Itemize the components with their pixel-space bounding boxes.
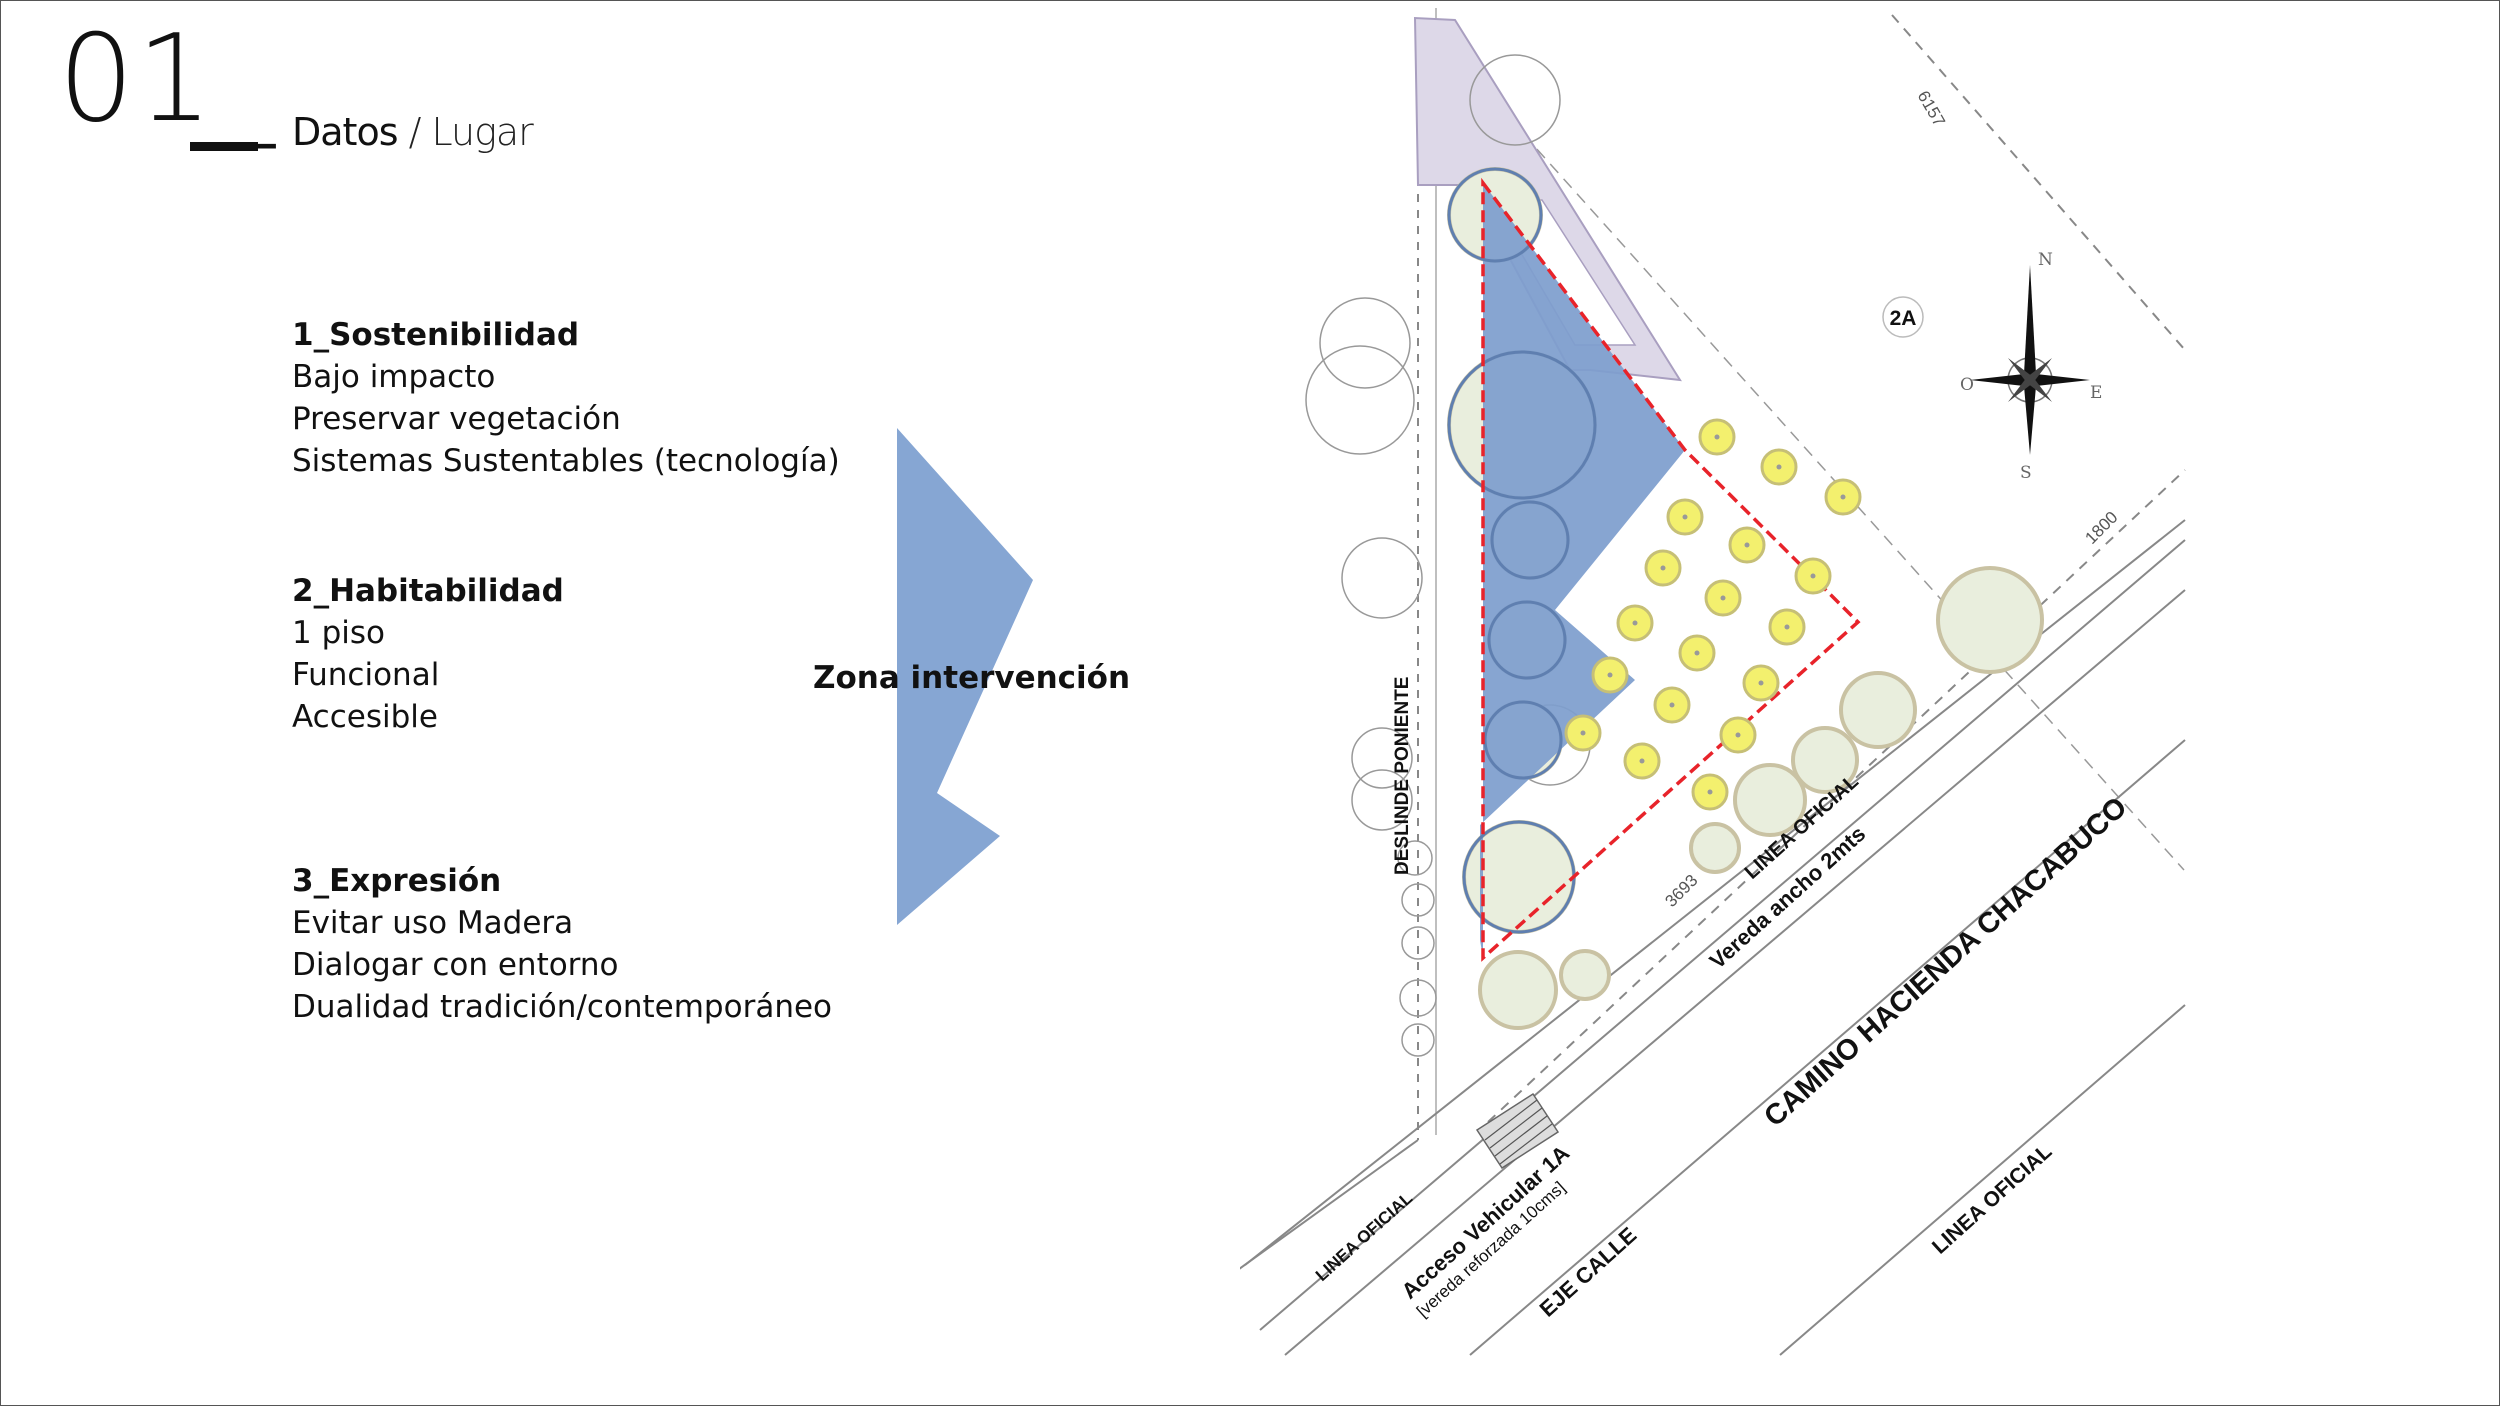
plan-trees-in-zone xyxy=(1447,167,1597,934)
criteria-item: Bajo impacto xyxy=(292,359,496,395)
criteria-heading: 1_Sostenibilidad xyxy=(292,317,580,353)
plan-intervention-zone xyxy=(1480,183,1685,958)
criteria-item: Sistemas Sustentables (tecnología) xyxy=(292,443,840,479)
plan-street-line-1 xyxy=(1284,589,2186,1356)
section-title: Datos / Lugar xyxy=(292,110,534,154)
compass-s: S xyxy=(2020,463,2032,483)
slide-number-underline xyxy=(190,142,258,151)
zone-label: Zona intervención xyxy=(813,660,1131,696)
plan-outline-trees xyxy=(1305,54,1591,1057)
criteria-item: Dualidad tradición/contemporáneo xyxy=(292,989,833,1025)
criteria-heading: 2_Habitabilidad xyxy=(292,573,564,609)
plan-linea-oficial-west xyxy=(1240,1139,1419,1270)
criteria-item: Accesible xyxy=(292,699,438,735)
intervention-arrow-shape xyxy=(897,428,1033,925)
section-title-separator: / xyxy=(408,110,422,154)
label-camino: CAMINO HACIENDA CHACABUCO xyxy=(1758,791,2133,1133)
section-title-sub: Lugar xyxy=(431,110,534,154)
criteria-item: Preservar vegetación xyxy=(292,401,621,437)
criteria-block-expresion: 3_Expresión Evitar uso Madera Dialogar c… xyxy=(292,860,832,1028)
label-eje-calle: EJE CALLE xyxy=(1535,1222,1642,1322)
plan-east-boundary xyxy=(1891,14,2186,351)
label-deslinde-poniente: DESLINDE PONIENTE xyxy=(1392,677,1413,875)
label-linea-oficial-south: LINEA OFICIAL xyxy=(1928,1140,2057,1259)
compass-o: O xyxy=(1960,375,1974,395)
plan-street-line-2 xyxy=(1469,739,2186,1356)
criteria-block-sostenibilidad: 1_Sostenibilidad Bajo impacto Preservar … xyxy=(292,314,840,482)
plan-line-6157 xyxy=(1429,29,2185,871)
criteria-item: Dialogar con entorno xyxy=(292,947,619,983)
site-plan: N E S O 2A DESLINDE PONIENTE 6157 1800 3… xyxy=(1240,8,2186,1356)
plan-vereda-line-2 xyxy=(1259,539,2186,1331)
intervention-arrow-polygon xyxy=(897,428,1033,925)
label-dim-6157: 6157 xyxy=(1914,88,1949,130)
criteria-item: 1 piso xyxy=(292,615,385,651)
slide-number: 01_ xyxy=(58,10,277,149)
plan-new-tree-centers xyxy=(1580,434,1846,795)
label-acceso-vehicular: Acceso Vehicular 1A xyxy=(1397,1140,1575,1303)
plan-property-lines xyxy=(1240,8,2186,1356)
plan-new-trees xyxy=(1564,418,1862,811)
plan-red-boundary xyxy=(1481,177,1861,962)
lot-label: 2A xyxy=(1890,307,1917,330)
plan-access-hatch xyxy=(1475,1092,1560,1170)
compass-e: E xyxy=(2090,383,2102,403)
compass-n: N xyxy=(2038,250,2053,270)
lot-badge xyxy=(1882,296,1924,338)
criteria-item: Evitar uso Madera xyxy=(292,905,574,941)
plan-street-line-3 xyxy=(1779,1004,2186,1356)
label-linea-oficial-west: LINEA OFICIAL xyxy=(1312,1188,1416,1284)
label-dim-3693: 3693 xyxy=(1661,871,1701,911)
label-dim-1800: 1800 xyxy=(2081,508,2121,548)
compass-rose xyxy=(1970,265,2090,455)
criteria-heading: 3_Expresión xyxy=(292,863,502,899)
criteria-item: Funcional xyxy=(292,657,440,693)
section-title-main: Datos xyxy=(292,110,398,154)
criteria-block-habitabilidad: 2_Habitabilidad 1 piso Funcional Accesib… xyxy=(292,570,564,738)
